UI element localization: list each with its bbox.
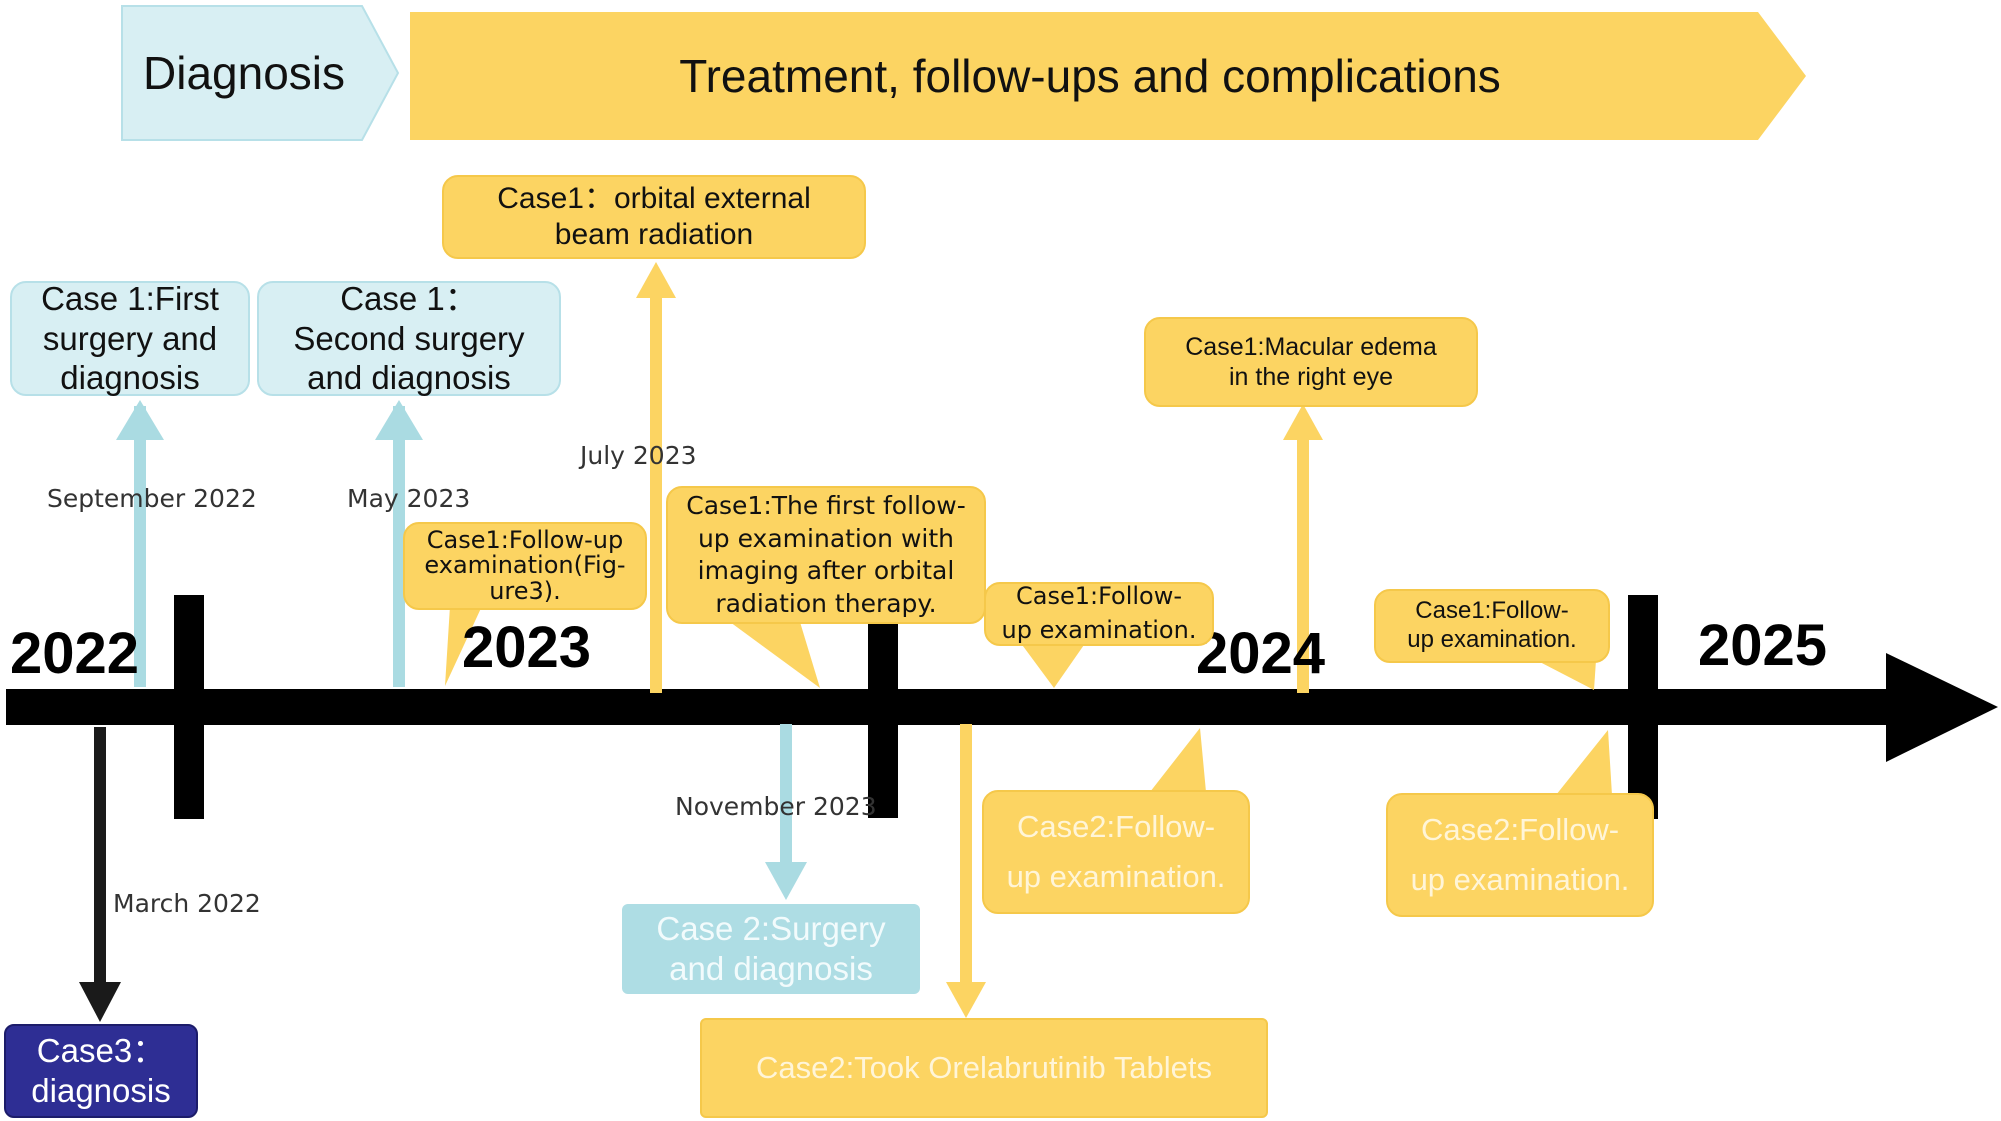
date-may-2023: May 2023 xyxy=(347,484,471,513)
november-2023-arrowhead xyxy=(765,862,807,900)
case1-first-followup-imaging-box: Case1:The first follow- up examination w… xyxy=(666,486,986,624)
timeline-arrowhead xyxy=(1886,653,1998,762)
year-tick-2024 xyxy=(1628,595,1658,819)
followup-fig3-tail xyxy=(445,606,482,686)
case2-orelabrutinib-box: Case2:Took Orelabrutinib Tablets xyxy=(700,1018,1268,1118)
september-2022-arrowhead xyxy=(116,400,164,440)
case3-diagnosis-box: Case3： diagnosis xyxy=(4,1024,198,1118)
case1-followup-b-box: Case1:Follow- up examination. xyxy=(1374,589,1610,663)
case2-followup-a-tail xyxy=(1150,728,1206,792)
case1-first-surgery-box: Case 1:First surgery and diagnosis xyxy=(10,280,250,396)
diagnosis-phase-banner xyxy=(121,5,400,141)
date-november-2023: November 2023 xyxy=(675,792,877,821)
treatment-phase-label: Treatment, follow-ups and complications xyxy=(679,50,1501,102)
may-2023-arrowhead xyxy=(375,400,423,440)
year-tick-2022 xyxy=(174,595,204,819)
followup-a-tail xyxy=(1020,642,1086,688)
case2-followup-b-box: Case2:Follow- up examination. xyxy=(1386,793,1654,917)
year-tick-2023 xyxy=(868,622,898,818)
followup-b-tail xyxy=(1536,660,1596,690)
year-label-2022: 2022 xyxy=(10,621,140,686)
case1-followup-fig3-box: Case1:Follow-up examination(Fig- ure3). xyxy=(403,522,647,610)
date-september-2022: September 2022 xyxy=(47,484,257,513)
case2-followup-b-tail xyxy=(1556,730,1612,795)
orelabrutinib-arrowhead xyxy=(946,982,986,1018)
year-label-2024: 2024 xyxy=(1196,621,1326,686)
march-2022-arrowhead xyxy=(79,982,121,1022)
case2-surgery-box: Case 2:Surgery and diagnosis xyxy=(622,904,920,994)
treatment-phase-banner xyxy=(410,12,1806,140)
date-march-2022: March 2022 xyxy=(113,889,261,918)
case2-followup-a-box: Case2:Follow- up examination. xyxy=(982,790,1250,914)
diagnosis-phase-label: Diagnosis xyxy=(143,47,345,99)
first-followup-tail xyxy=(730,622,820,688)
case1-second-surgery-box: Case 1： Second surgery and diagnosis xyxy=(257,280,561,396)
macular-edema-arrowhead xyxy=(1283,404,1323,440)
case1-followup-a-box: Case1:Follow- up examination. xyxy=(984,582,1214,646)
year-label-2025: 2025 xyxy=(1698,613,1828,678)
date-july-2023: July 2023 xyxy=(580,441,697,470)
case1-macular-edema-box: Case1:Macular edema in the right eye xyxy=(1144,317,1478,407)
july-2023-arrowhead xyxy=(636,262,676,298)
timeline-axis xyxy=(6,689,1896,725)
case1-radiation-box: Case1：orbital external beam radiation xyxy=(442,175,866,259)
year-label-2023: 2023 xyxy=(462,615,592,680)
